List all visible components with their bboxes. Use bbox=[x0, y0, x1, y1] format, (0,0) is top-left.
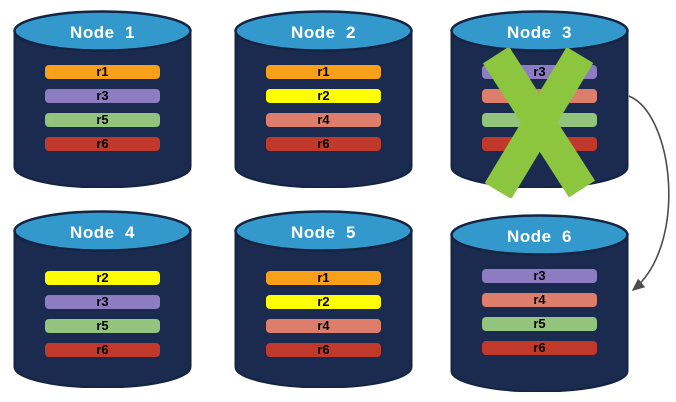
replica-row: r4 bbox=[266, 319, 381, 333]
replica-rows: r1 r2 r4 r6 bbox=[266, 65, 381, 161]
replica-row: r2 bbox=[266, 89, 381, 103]
node-title: Node 6 bbox=[507, 227, 572, 246]
node-title: Node 5 bbox=[291, 223, 356, 242]
node-4: Node 4 r2 r3 r5 r6 bbox=[13, 210, 192, 388]
replica-row: r1 bbox=[266, 271, 381, 285]
replica-row: r4 bbox=[482, 293, 597, 307]
replica-row: r6 bbox=[266, 343, 381, 357]
replica-rows: r3 r4 r5 r6 bbox=[482, 269, 597, 365]
node-title: Node 3 bbox=[507, 23, 572, 42]
replica-rows: r1 r2 r4 r6 bbox=[266, 271, 381, 367]
failure-x-icon bbox=[482, 48, 596, 198]
replica-row: r5 bbox=[45, 113, 160, 127]
replica-row: r2 bbox=[45, 271, 160, 285]
node-2: Node 2 r1 r2 r4 r6 bbox=[234, 10, 413, 188]
replica-row: r5 bbox=[45, 319, 160, 333]
replica-row: r6 bbox=[45, 343, 160, 357]
replica-row: r1 bbox=[45, 65, 160, 79]
node-5: Node 5 r1 r2 r4 r6 bbox=[234, 210, 413, 388]
node-title: Node 1 bbox=[70, 23, 135, 42]
replica-row: r6 bbox=[482, 341, 597, 355]
replica-row: r3 bbox=[45, 89, 160, 103]
node-1: Node 1 r1 r3 r5 r6 bbox=[13, 10, 192, 188]
replica-row: r3 bbox=[482, 269, 597, 283]
replica-row: r6 bbox=[266, 137, 381, 151]
node-6: Node 6 r3 r4 r5 r6 bbox=[450, 214, 629, 392]
replica-row: r4 bbox=[266, 113, 381, 127]
replica-row: r3 bbox=[45, 295, 160, 309]
replica-rows: r1 r3 r5 r6 bbox=[45, 65, 160, 161]
replica-row: r5 bbox=[482, 317, 597, 331]
node-title: Node 2 bbox=[291, 23, 356, 42]
node-3: Node 3 r3 r4 r5 r6 bbox=[450, 10, 629, 198]
replica-row: r6 bbox=[45, 137, 160, 151]
replica-rows: r2 r3 r5 r6 bbox=[45, 271, 160, 367]
node-title: Node 4 bbox=[70, 223, 135, 242]
replica-row: r2 bbox=[266, 295, 381, 309]
replica-row: r1 bbox=[266, 65, 381, 79]
